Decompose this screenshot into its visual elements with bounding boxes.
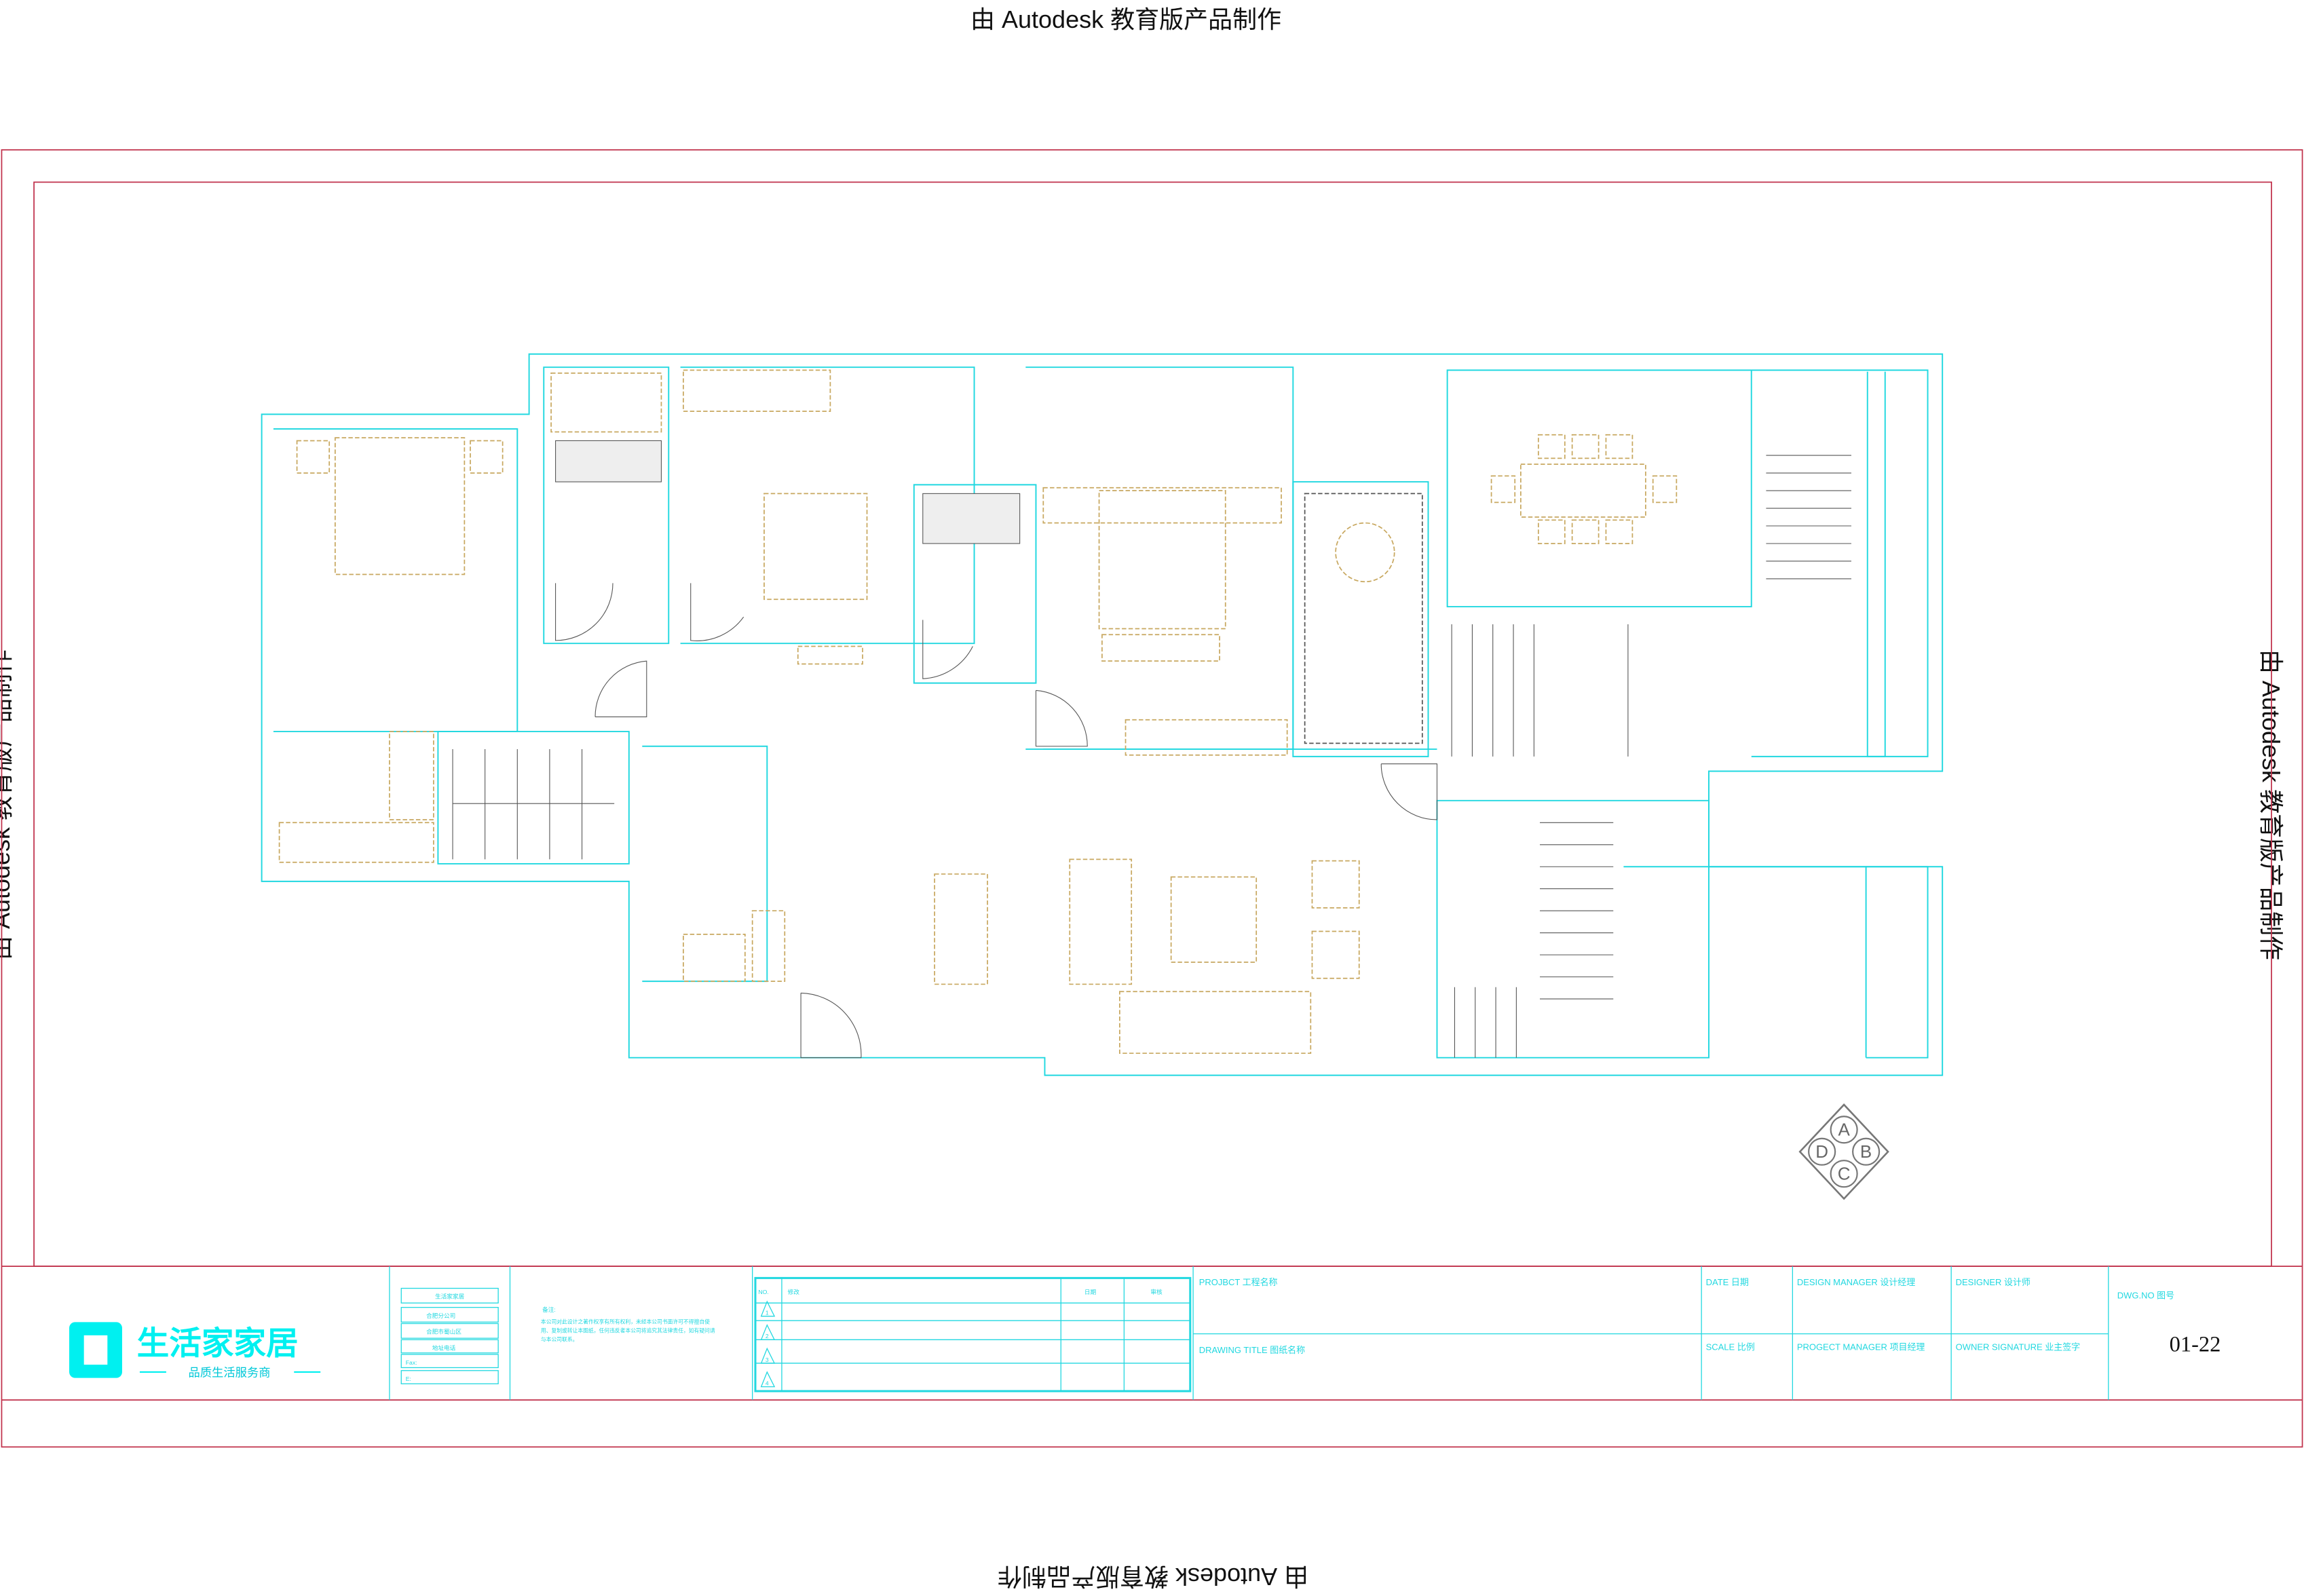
rev-row-1: 1 xyxy=(766,1310,769,1316)
title-block-fields: PROJBCT 工程名称 DRAWING TITLE 图纸名称 DATE 日期 … xyxy=(1199,1277,2174,1355)
rev-row-2: 2 xyxy=(766,1333,769,1340)
armchair xyxy=(1069,858,1133,985)
rev-header-check: 审核 xyxy=(1150,1288,1163,1295)
design-manager-label: DESIGN MANAGER 设计经理 xyxy=(1797,1277,1915,1287)
notes-body: 本公司对此设计之著作权享有所有权利，未经本公司书面许可不得擅自使用、复制或转让本… xyxy=(540,1319,715,1343)
designer-label: DESIGNER 设计师 xyxy=(1956,1277,2031,1287)
logo-name: 生活家家居 xyxy=(137,1325,299,1363)
rev-row-3: 3 xyxy=(766,1356,769,1363)
floor-plan-walls xyxy=(261,353,1944,1076)
doors xyxy=(555,440,1438,1059)
watermark-top: 由 Autodesk 教育版产品制作 xyxy=(970,5,1282,33)
round-table xyxy=(1335,522,1395,583)
bed-second xyxy=(763,493,868,601)
owner-signature-label: OWNER SIGNATURE 业主签字 xyxy=(1956,1342,2081,1352)
title-block-grid xyxy=(389,1266,2109,1401)
logo-slogan: 品质生活服务商 xyxy=(188,1366,270,1380)
compass-d: D xyxy=(1815,1141,1828,1162)
tv-cabinet xyxy=(934,873,988,985)
rev-row-4: 4 xyxy=(766,1380,769,1386)
compass-b: B xyxy=(1860,1141,1872,1162)
company-fax: Fax: xyxy=(406,1359,417,1366)
dwg-no-value: 01-22 xyxy=(2170,1333,2221,1357)
coffee-table xyxy=(1170,876,1258,963)
sheet-frame xyxy=(1,149,2303,1448)
bed-master xyxy=(334,437,466,575)
drawing-title-label: DRAWING TITLE 图纸名称 xyxy=(1199,1345,1305,1355)
compass-icon: A B C D xyxy=(1798,1103,1889,1200)
date-label: DATE 日期 xyxy=(1706,1277,1749,1287)
rev-header-date: 日期 xyxy=(1084,1289,1096,1295)
sofa xyxy=(1119,991,1312,1054)
scale-label: SCALE 比例 xyxy=(1706,1342,1755,1352)
dining-table xyxy=(1520,463,1646,518)
stairs xyxy=(452,455,1851,1058)
project-manager-label: PROGECT MANAGER 项目经理 xyxy=(1797,1342,1925,1352)
dwg-no-label: DWG.NO 图号 xyxy=(2117,1291,2174,1301)
notes-title: 备注: xyxy=(542,1306,556,1313)
company-branch: 合肥分公司 xyxy=(426,1312,455,1319)
company-info: 生活家家居 合肥分公司 合肥市蜀山区 地址电话 Fax: E: xyxy=(406,1293,465,1382)
revision-table: NO. 修改 日期 审核 1 2 3 4 xyxy=(758,1288,1163,1386)
bed-third xyxy=(1098,490,1226,630)
company-name: 生活家家居 xyxy=(435,1293,465,1300)
project-label: PROJBCT 工程名称 xyxy=(1199,1277,1278,1287)
company-email: E: xyxy=(406,1375,411,1382)
compass-c: C xyxy=(1838,1163,1851,1183)
logo: 生活家家居 品质生活服务商 xyxy=(69,1322,321,1380)
compass-a: A xyxy=(1838,1119,1850,1139)
furniture xyxy=(278,369,1678,1054)
rev-header-change: 修改 xyxy=(788,1288,800,1295)
rev-header-no: NO. xyxy=(758,1289,768,1295)
wardrobe xyxy=(278,822,434,863)
notes: 备注: 本公司对此设计之著作权享有所有权利，未经本公司书面许可不得擅自使用、复制… xyxy=(540,1306,715,1343)
company-address: 地址电话 xyxy=(432,1344,456,1351)
company-district: 合肥市蜀山区 xyxy=(426,1328,461,1335)
